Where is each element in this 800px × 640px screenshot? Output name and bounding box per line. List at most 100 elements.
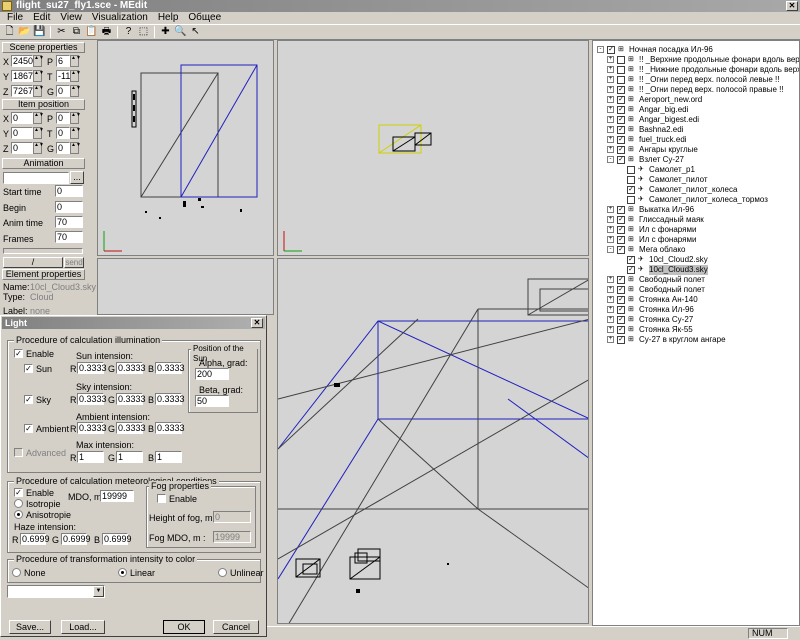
start-time-field[interactable]: 0 (55, 185, 83, 197)
item-g-field[interactable]: 0 (56, 142, 70, 154)
expand-icon[interactable]: + (607, 116, 614, 123)
expand-icon[interactable]: + (607, 336, 614, 343)
mdo-field[interactable]: 19999 (100, 490, 134, 502)
tree-item[interactable]: +✓⊞Ил с фонарями (593, 225, 799, 235)
tree-item-checkbox[interactable] (627, 176, 635, 184)
menu-view[interactable]: View (60, 12, 82, 23)
tree-item-checkbox[interactable]: ✓ (617, 316, 625, 324)
fog-mdo-field[interactable]: 19999 (213, 531, 251, 543)
expand-icon[interactable]: + (607, 76, 614, 83)
tree-item-checkbox[interactable] (617, 66, 625, 74)
tree-item-checkbox[interactable]: ✓ (617, 276, 625, 284)
tree-item[interactable]: ✈Самолет_пилот (593, 175, 799, 185)
viewport-perspective[interactable] (277, 258, 589, 624)
item-p-field[interactable]: 0 (56, 112, 70, 124)
tree-item[interactable]: +✓⊞Aeroport_new.ord (593, 95, 799, 105)
select-icon[interactable]: ↖ (191, 26, 200, 37)
expand-icon[interactable]: + (607, 146, 614, 153)
tree-item-checkbox[interactable]: ✓ (627, 256, 635, 264)
alpha-field[interactable]: 200 (195, 368, 229, 380)
menu-help[interactable]: Help (157, 12, 179, 23)
sun-r-field[interactable]: 0.3333 (77, 362, 107, 374)
scene-g-field[interactable]: 0 (56, 85, 70, 97)
none-radio[interactable] (12, 568, 21, 577)
animation-slider[interactable] (3, 248, 83, 254)
expand-icon[interactable]: + (607, 326, 614, 333)
sun-g-field[interactable]: 0.3333 (116, 362, 146, 374)
tree-item-checkbox[interactable]: ✓ (627, 186, 635, 194)
scene-p-field[interactable]: 6 (56, 55, 70, 67)
expand-icon[interactable]: + (607, 286, 614, 293)
light-dialog-close-icon[interactable]: ✕ (251, 318, 263, 328)
tree-item[interactable]: -✓⊞Взлет Су-27 (593, 155, 799, 165)
amb-g-field[interactable]: 0.3333 (116, 422, 146, 434)
tree-item[interactable]: -✓⊞Мега облако (593, 245, 799, 255)
item-x-spinner[interactable]: ▲▼ (33, 112, 44, 124)
ambient-checkbox[interactable]: ✓ (24, 424, 33, 433)
tree-item-checkbox[interactable]: ✓ (617, 226, 625, 234)
amb-r-field[interactable]: 0.3333 (77, 422, 107, 434)
tree-item[interactable]: +✓⊞Ангары круглые (593, 145, 799, 155)
unlinear-radio[interactable] (218, 568, 227, 577)
expand-icon[interactable]: + (607, 316, 614, 323)
tree-item-checkbox[interactable]: ✓ (617, 126, 625, 134)
max-b-field[interactable]: 1 (155, 451, 182, 463)
tree-item[interactable]: ✈Самолет_p1 (593, 165, 799, 175)
move-icon[interactable]: ✚ (161, 26, 170, 37)
scene-t-field[interactable]: -11 (56, 70, 71, 82)
tree-item[interactable]: +✓⊞Стоянка Ил-96 (593, 305, 799, 315)
scene-t-spinner[interactable]: ▲▼ (70, 70, 81, 82)
save-button[interactable]: Save... (9, 620, 51, 634)
animation-send-button[interactable]: send (64, 257, 84, 268)
tree-item[interactable]: -✓⊞Ночная посадка Ил-96 (593, 45, 799, 55)
isotropie-radio[interactable] (14, 499, 23, 508)
tree-item[interactable]: +✓⊞Angar_big.edi (593, 105, 799, 115)
max-g-field[interactable]: 1 (116, 451, 143, 463)
tree-item[interactable]: ✈Самолет_пилот_колеса_тормоз (593, 195, 799, 205)
item-y-field[interactable]: 0 (11, 127, 33, 139)
menu-general[interactable]: Общее (188, 12, 222, 23)
tree-item-checkbox[interactable]: ✓ (617, 246, 625, 254)
begin-field[interactable]: 0 (55, 201, 83, 213)
viewport-front[interactable] (277, 40, 589, 256)
tree-item-checkbox[interactable]: ✓ (617, 106, 625, 114)
expand-icon[interactable]: + (607, 136, 614, 143)
tree-item[interactable]: +✓⊞!! _Огни перед верх. полосой правые !… (593, 85, 799, 95)
paste-icon[interactable]: 📋 (85, 26, 98, 37)
collapse-icon[interactable]: - (597, 46, 604, 53)
tree-item[interactable]: +✓⊞Су-27 в круглом ангаре (593, 335, 799, 345)
expand-icon[interactable]: + (607, 56, 614, 63)
scene-g-spinner[interactable]: ▲▼ (70, 85, 81, 97)
sky-g-field[interactable]: 0.3333 (116, 393, 146, 405)
tree-item-checkbox[interactable]: ✓ (617, 236, 625, 244)
max-r-field[interactable]: 1 (77, 451, 104, 463)
preset-dropdown[interactable]: ▼ (7, 585, 105, 598)
anisotropie-radio[interactable] (14, 510, 23, 519)
chevron-down-icon[interactable]: ▼ (93, 586, 104, 597)
tree-item-checkbox[interactable]: ✓ (617, 146, 625, 154)
tree-item[interactable]: +✓⊞Ил с фонарями (593, 235, 799, 245)
item-z-spinner[interactable]: ▲▼ (33, 142, 44, 154)
fog-enable-checkbox[interactable] (157, 494, 166, 503)
tree-item[interactable]: ✓✈10cl_Cloud2.sky (593, 255, 799, 265)
tree-item-checkbox[interactable]: ✓ (617, 96, 625, 104)
tree-item[interactable]: +✓⊞Выкатка Ил-96 (593, 205, 799, 215)
open-icon[interactable]: 📂 (18, 26, 31, 37)
scene-x-field[interactable]: 2450 (11, 55, 34, 67)
tree-item[interactable]: ✓✈Самолет_пилот_колеса (593, 185, 799, 195)
sky-b-field[interactable]: 0.3333 (155, 393, 185, 405)
tree-item-checkbox[interactable]: ✓ (617, 206, 625, 214)
animation-browse-button[interactable]: ... (70, 171, 84, 184)
expand-icon[interactable]: + (607, 96, 614, 103)
animation-slash-button[interactable]: / (3, 257, 63, 268)
tree-item[interactable]: +⊞!! _Верхние продольные фонари вдоль ве… (593, 55, 799, 65)
tree-item[interactable]: +✓⊞Bashna2.edi (593, 125, 799, 135)
item-t-field[interactable]: 0 (56, 127, 70, 139)
beta-field[interactable]: 50 (195, 395, 229, 407)
tree-item[interactable]: +✓⊞Стоянка Ан-140 (593, 295, 799, 305)
tree-item[interactable]: +✓⊞Angar_bigest.edi (593, 115, 799, 125)
tree-item-checkbox[interactable] (627, 166, 635, 174)
cut-icon[interactable]: ✂ (57, 26, 66, 37)
expand-icon[interactable]: + (607, 296, 614, 303)
scene-p-spinner[interactable]: ▲▼ (70, 55, 81, 67)
